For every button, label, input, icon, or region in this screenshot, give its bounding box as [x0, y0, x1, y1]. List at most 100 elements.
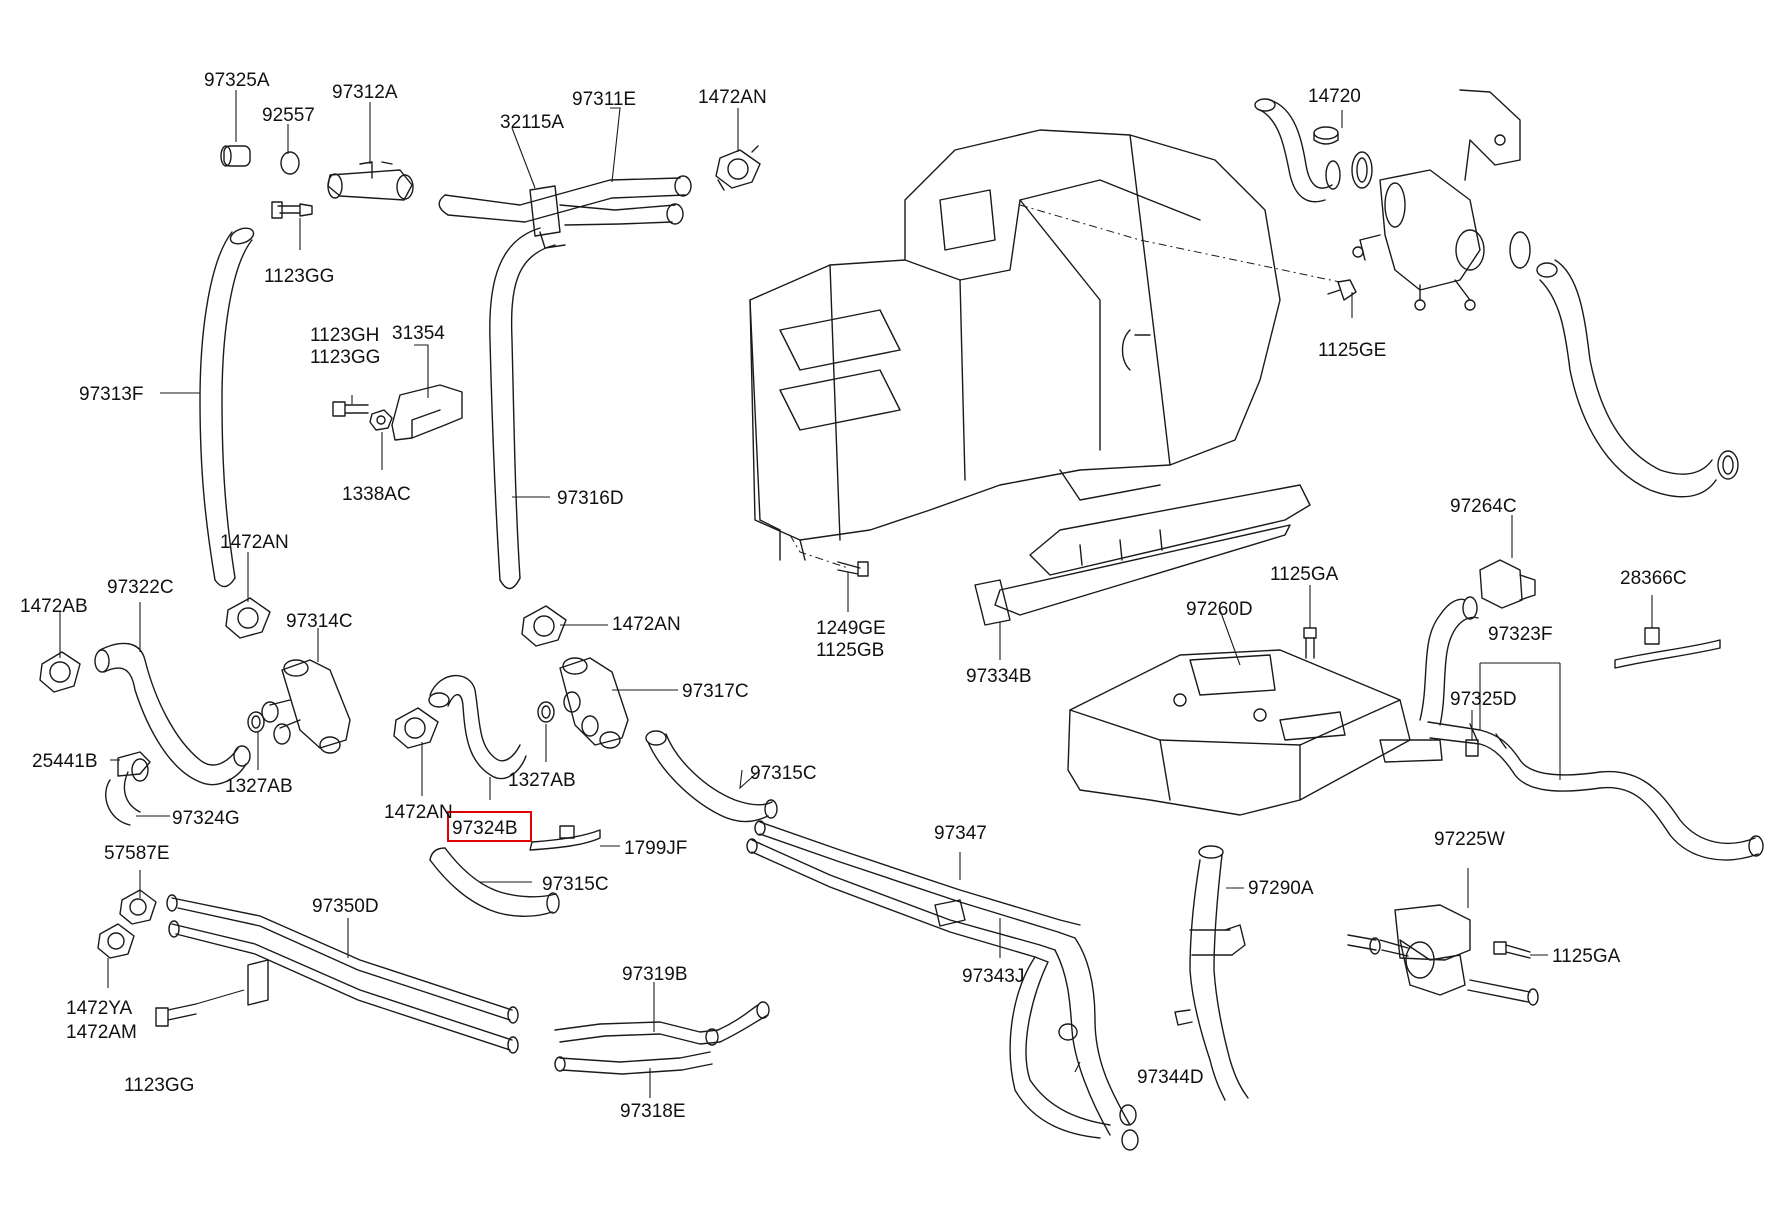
label-31354: 31354	[392, 323, 445, 344]
hose-97318e	[554, 1051, 713, 1075]
clamp-57587e	[119, 889, 157, 925]
label-97316d: 97316D	[557, 488, 624, 509]
clamp-right-lower	[1717, 450, 1739, 480]
screw-1125ga-top	[1303, 627, 1317, 659]
hose-right-long	[1536, 259, 1717, 498]
label-97315c-upper: 97315C	[750, 763, 817, 784]
hose-97324b	[428, 674, 527, 780]
oring-1327ab-right	[537, 701, 555, 723]
label-97334b: 97334B	[966, 666, 1032, 687]
hose-97322c	[94, 642, 251, 786]
bracket-top-right	[1459, 89, 1521, 181]
label-97260d: 97260D	[1186, 599, 1253, 620]
label-97323f: 97323F	[1488, 624, 1552, 645]
label-97343j: 97343J	[962, 966, 1024, 987]
label-97347: 97347	[934, 823, 987, 844]
oring-1327ab-left	[247, 711, 265, 733]
label-1123gg-top: 1123GG	[264, 266, 334, 287]
hose-97324g	[105, 758, 149, 826]
nut-1338ac	[369, 409, 393, 431]
screw-1125ga-bottom	[1493, 941, 1531, 959]
clamp-right-upper	[1509, 231, 1531, 269]
dashline-1125ge	[1019, 204, 1341, 283]
label-97318e: 97318E	[620, 1101, 686, 1122]
label-1472an-mid-left: 1472AN	[220, 532, 289, 553]
label-57587e: 57587E	[104, 843, 170, 864]
dashline-1249ge	[789, 534, 849, 569]
clamp-14720	[1351, 151, 1373, 189]
hose-97323f	[1427, 721, 1764, 861]
pipe-97347	[746, 820, 1081, 963]
connector-97312a	[327, 161, 414, 201]
label-1125ga-bottom: 1125GA	[1552, 946, 1621, 967]
label-97315c-lower: 97315C	[542, 874, 609, 895]
plug-92557	[280, 151, 300, 175]
label-1472an-mid-right: 1472AN	[612, 614, 681, 635]
hose-97290a	[1174, 845, 1249, 1101]
label-1123gh: 1123GH	[310, 325, 379, 346]
label-97322c: 97322C	[107, 577, 174, 598]
label-1472an-lower: 1472AN	[384, 802, 453, 823]
label-97290a: 97290A	[1248, 878, 1314, 899]
clamp-25441b	[117, 751, 151, 777]
hose-97344d	[1009, 937, 1139, 1151]
label-97312a: 97312A	[332, 82, 398, 103]
screw-1249ge	[837, 561, 869, 577]
thermostat-housing	[1352, 169, 1485, 311]
label-1125ge: 1125GE	[1318, 340, 1386, 361]
label-1123gg-mid: 1123GG	[310, 347, 380, 368]
clamp-32115a	[529, 185, 566, 249]
hose-97264c-area	[1419, 596, 1479, 726]
label-97314c: 97314C	[286, 611, 353, 632]
label-97325d: 97325D	[1450, 689, 1517, 710]
label-1472am: 1472AM	[66, 1022, 137, 1043]
tie-28366c	[1614, 627, 1721, 669]
label-97324g: 97324G	[172, 808, 240, 829]
heater-unit	[749, 129, 1281, 561]
label-97344d: 97344D	[1137, 1067, 1204, 1088]
pipe-97350d	[166, 894, 519, 1054]
connector-97317c	[559, 657, 629, 749]
label-97324b: 97324B	[452, 818, 518, 839]
label-14720: 14720	[1308, 86, 1361, 107]
label-25441b: 25441B	[32, 751, 98, 772]
label-32115a: 32115A	[500, 112, 564, 133]
label-97317c: 97317C	[682, 681, 749, 702]
highlight-box-97324b	[447, 811, 532, 842]
hose-97316d	[489, 227, 556, 590]
label-1472an-top: 1472AN	[698, 87, 767, 108]
hose-97319b	[554, 1001, 770, 1046]
pipe-97311e	[438, 175, 692, 226]
module-97260d	[1067, 649, 1443, 816]
cap-14720	[1313, 126, 1339, 145]
label-1327ab-left: 1327AB	[225, 776, 293, 797]
clamp-1472ya	[97, 923, 135, 959]
label-1125gb: 1125GB	[816, 640, 884, 661]
valve-97225w	[1347, 904, 1539, 1006]
label-97313f: 97313F	[79, 384, 143, 405]
label-1125ga-top: 1125GA	[1270, 564, 1339, 585]
bolt-1123gg-top	[271, 201, 313, 219]
bolt-1123gg-bottom	[155, 1003, 197, 1027]
leader-lines	[59, 90, 1653, 1098]
label-1338ac: 1338AC	[342, 484, 411, 505]
cap-97325a	[220, 145, 251, 167]
part-labels: 97325A 92557 97312A 1123GG 97313F 1123GH…	[20, 70, 1687, 1122]
duct-97334b	[974, 484, 1311, 626]
connector-97314c	[261, 659, 351, 754]
label-1799jf: 1799JF	[624, 838, 687, 859]
label-1249ge: 1249GE	[816, 618, 886, 639]
label-1472ya: 1472YA	[66, 998, 133, 1019]
clamp-1472an-top	[715, 145, 761, 191]
label-97264c: 97264C	[1450, 496, 1517, 517]
label-1123gg-bottom: 1123GG	[124, 1075, 194, 1096]
label-1472ab: 1472AB	[20, 596, 88, 617]
screw-1125ge	[1327, 279, 1357, 301]
label-97311e: 97311E	[572, 89, 636, 110]
label-97319b: 97319B	[622, 964, 688, 985]
clamp-1472an-mid-right	[521, 605, 567, 647]
hose-97313f	[199, 227, 255, 588]
bolt-1123gh	[332, 401, 369, 417]
hose-14720	[1254, 98, 1341, 203]
